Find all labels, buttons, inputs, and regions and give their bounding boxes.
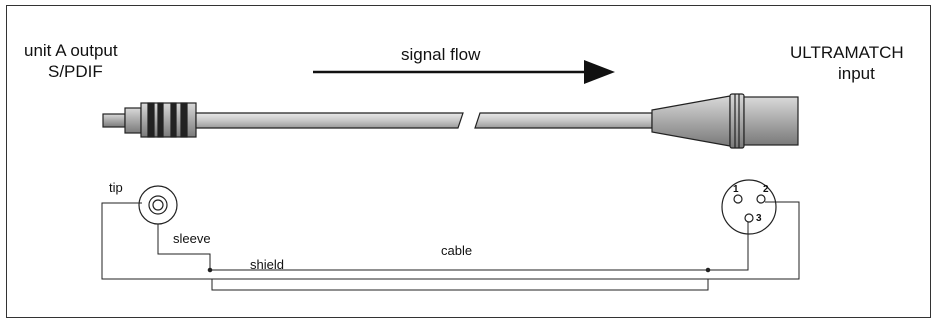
source-format-label: S/PDIF: [48, 62, 103, 81]
xlr-pin-1-label: 1: [733, 184, 739, 195]
rca-socket-front-view: [138, 185, 178, 225]
signal-flow-label: signal flow: [401, 45, 481, 64]
xlr-plug: [651, 93, 799, 149]
sleeve-label: sleeve: [173, 231, 211, 246]
destination-unit-label: ULTRAMATCH: [790, 43, 904, 62]
shield-label: shield: [250, 257, 284, 272]
xlr-pin-3-label: 3: [756, 213, 762, 224]
cable-body: [195, 112, 653, 129]
signal-flow-arrow: [313, 60, 615, 84]
diagram-frame: [6, 5, 931, 318]
tip-label: tip: [109, 180, 123, 195]
destination-input-label: input: [838, 64, 875, 83]
cable-label: cable: [441, 243, 473, 258]
wiring-lines: [101, 201, 800, 291]
rca-plug: [102, 102, 197, 138]
xlr-socket-front-view: [721, 179, 777, 235]
source-unit-label: unit A output: [24, 41, 118, 60]
xlr-pin-2-label: 2: [763, 184, 769, 195]
